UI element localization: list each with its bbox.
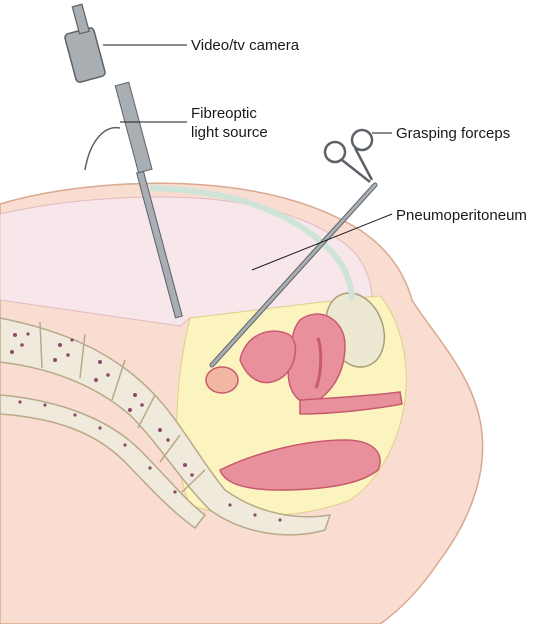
label-light-line2: light source <box>191 123 268 142</box>
label-light-line1: Fibreoptic <box>191 104 268 123</box>
light-cable <box>85 128 120 170</box>
label-video-camera: Video/tv camera <box>191 36 299 55</box>
camera-head <box>64 4 106 83</box>
label-grasping-forceps: Grasping forceps <box>396 124 510 143</box>
label-pneumoperitoneum: Pneumoperitoneum <box>396 206 527 225</box>
ovary <box>206 367 238 393</box>
label-light-source: Fibreoptic light source <box>191 104 268 142</box>
